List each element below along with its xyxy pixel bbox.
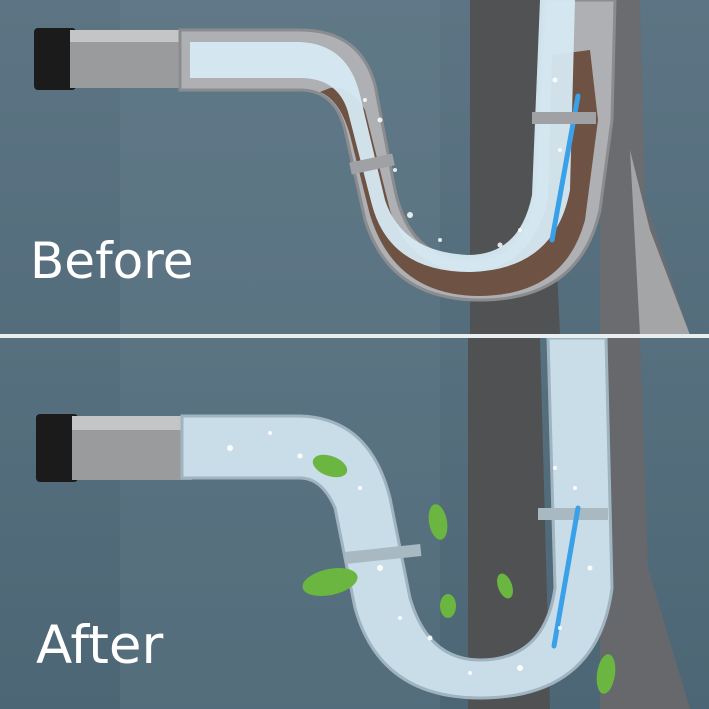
drain-stack-shade	[630, 150, 690, 335]
coupling-right	[538, 508, 608, 520]
coupling-left	[349, 153, 395, 175]
before-scene	[34, 0, 690, 335]
cleaning-stick	[551, 505, 581, 649]
bubbles	[227, 431, 593, 675]
before-label: Before	[30, 232, 194, 290]
panel-divider	[0, 334, 709, 338]
drain-stack-right	[600, 0, 690, 335]
after-scene	[36, 338, 690, 709]
coupling-right	[532, 112, 596, 124]
after-label: After	[36, 615, 164, 676]
water-channel	[190, 0, 575, 272]
drain-stack-right	[600, 338, 690, 709]
wall-flange	[36, 414, 78, 482]
bubbles	[363, 77, 562, 248]
wall-flange	[34, 28, 76, 90]
coupling-left	[344, 544, 422, 564]
after-panel: After	[0, 338, 709, 709]
leaves	[302, 454, 616, 694]
trap-pipe	[180, 338, 614, 700]
before-panel: Before	[0, 0, 709, 335]
drain-stack	[468, 338, 550, 709]
